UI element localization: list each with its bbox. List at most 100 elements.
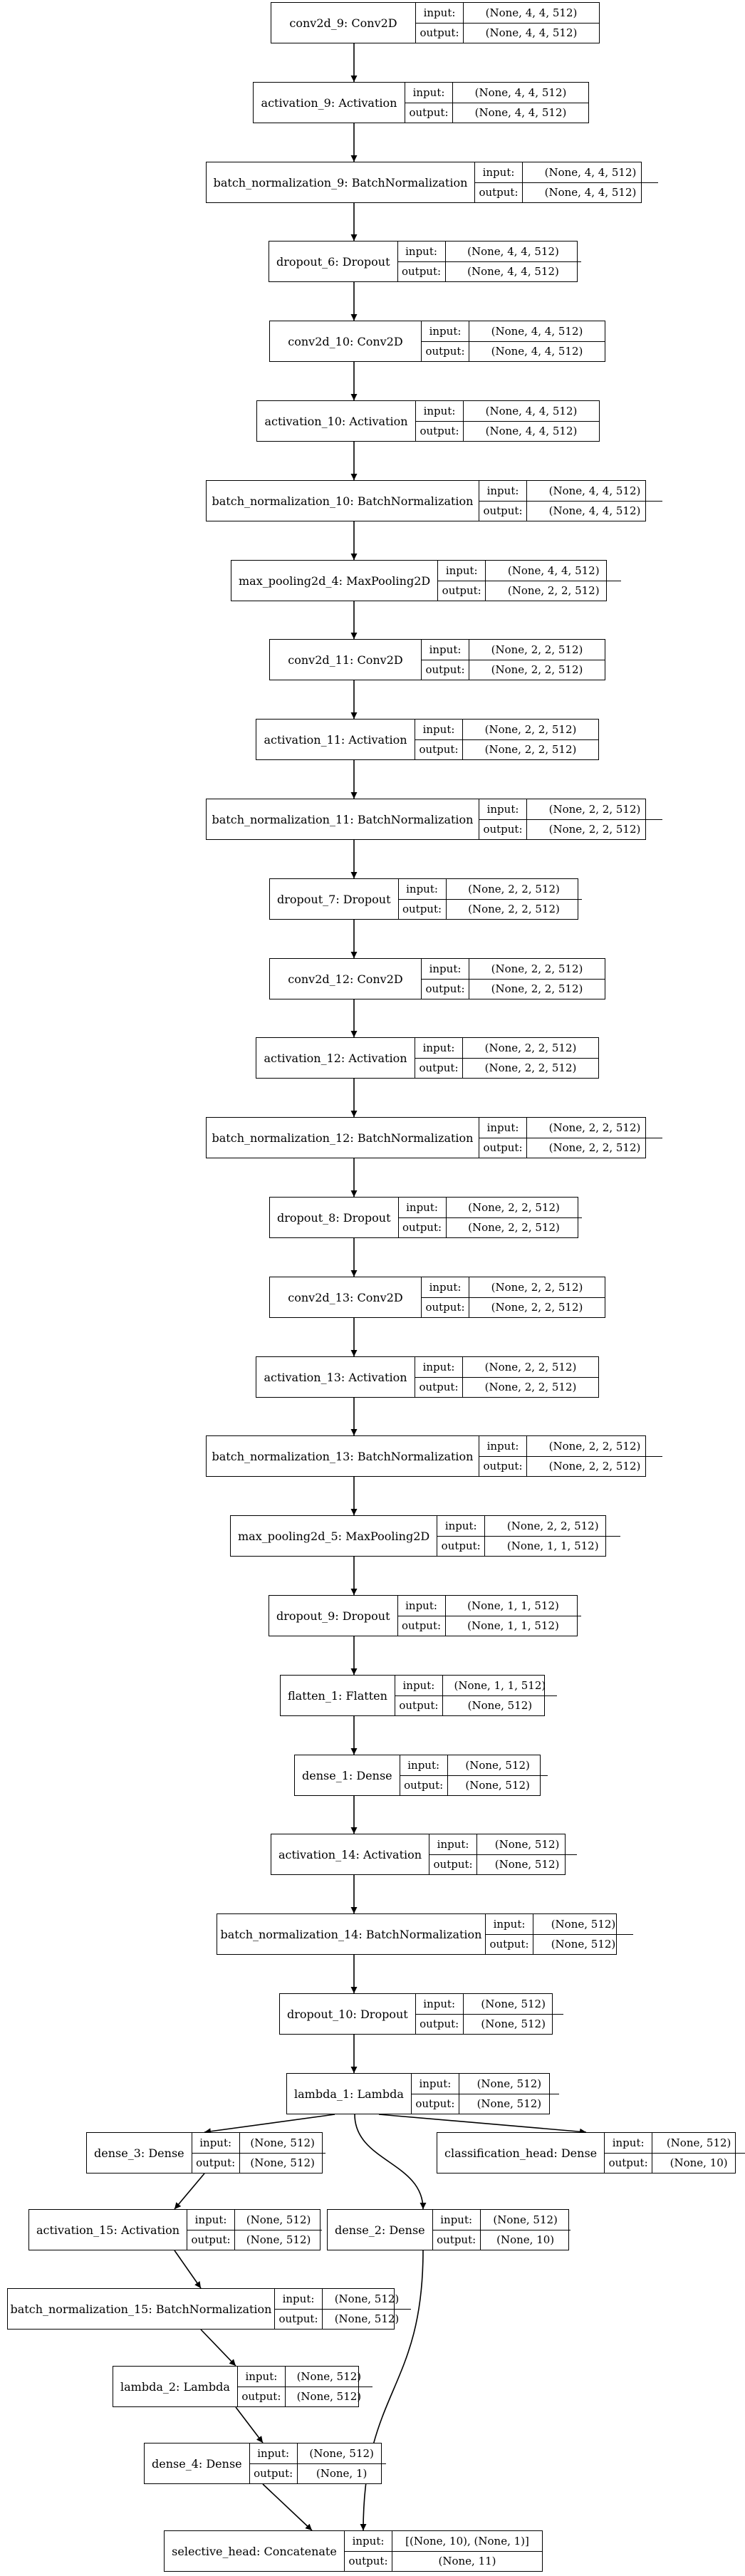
input-key-label: input: [416,3,464,23]
input-key-label: input: [605,2133,653,2153]
input-key-label: input: [399,879,447,899]
input-row: input:(None, 2, 2, 512) [422,1277,605,1297]
output-shape-value: (None, 4, 4, 512) [548,504,641,518]
layer-node-batch-normalization-10: batch_normalization_10: BatchNormalizati… [206,480,662,521]
io-shapes: input:(None, 512)output:(None, 10) [432,2210,571,2250]
input-row: input: (None, 2, 2, 512) [422,959,605,979]
input-row: input:(None, 512) [192,2133,325,2153]
output-shape-value: (None, 4, 4, 512) [544,186,637,199]
input-row: input:(None, 512) [486,1914,633,1934]
output-row: output:(None, 512) [411,2093,559,2114]
input-key-label: input: [399,1198,447,1217]
input-shape-value: (None, 2, 2, 512) [484,1041,577,1054]
input-row: input:(None, 4, 4, 512) [416,401,599,421]
output-key-label: output: [415,1058,463,1078]
output-row: output:(None, 2, 2, 512) [479,1137,662,1158]
input-row: input:(None, 4, 4, 512) [475,162,658,182]
io-shapes: input:(None, 2, 2, 512)output:(None, 2, … [398,1198,582,1237]
output-row: output:(None, 2, 2, 512) [422,659,605,680]
input-shape-value: (None, 4, 4, 512) [485,6,578,19]
output-key-label: output: [345,2551,392,2571]
output-key-label: output: [395,1695,443,1715]
input-row: input:(None, 4, 4, 512) [398,242,581,261]
input-key-label: input: [416,1994,464,2014]
edge-lambda-2-to-dense-4 [235,2406,264,2443]
layer-label: activation_13: Activation [256,1357,415,1397]
output-shape-value: (None, 10) [670,2156,728,2170]
input-key-label: input: [398,1596,446,1616]
input-row: input:(None, 2, 2, 512) [399,879,582,899]
layer-label: activation_14: Activation [271,1834,430,1874]
output-key-label: output: [475,182,523,202]
io-shapes: input:(None, 4, 4, 512)output: (None, 4, … [475,162,658,202]
output-key-label: output: [250,2463,298,2483]
output-shape-value: (None, 512) [494,1858,560,1871]
input-key-label: input: [429,1834,478,1854]
edge-lambda-1-to-classification-head [378,2114,587,2135]
input-shape-value: (None, 1, 1, 512) [454,1678,546,1692]
edge-dense-4-to-selective-head [262,2483,313,2531]
input-shape-value: (None, 4, 4, 512) [548,484,641,497]
input-row: input:(None, 2, 2, 512) [479,1436,662,1456]
input-row: input: (None, 4, 4, 512) [416,3,599,23]
output-row: output:(None, 4, 4, 512) [422,341,605,361]
output-row: output:(None, 512) [486,1933,633,1954]
input-key-label: input: [345,2531,392,2551]
input-row: input:(None, 512) [275,2289,411,2309]
io-shapes: input:(None, 2, 2, 512)output:(None, 2, … [479,1118,662,1158]
output-row: output:(None, 11) [345,2550,542,2571]
input-shape-value: (None, 512) [465,1758,530,1772]
layer-label: dense_1: Dense [295,1755,400,1795]
input-row: input:(None, 2, 2, 512) [399,1198,582,1217]
input-shape-value: (None, 512) [476,2077,542,2090]
input-key-label: input: [422,959,469,979]
input-shape-value: (None, 512) [666,2136,731,2149]
output-row: output:(None, 10) [432,2229,571,2250]
layer-label: max_pooling2d_5: MaxPooling2D [231,1516,438,1556]
io-shapes: input:(None, 2, 2, 512)output:(None, 2, … [398,879,582,919]
input-key-label: input: [250,2443,298,2463]
input-row: input:(None, 2, 2, 512) [415,720,598,739]
io-shapes: input:(None, 2, 2, 512)output:(None, 2, … [415,1357,598,1397]
input-shape-value: (None, 2, 2, 512) [491,962,583,975]
layer-label: dense_4: Dense [145,2443,250,2483]
layer-label: conv2d_11: Conv2D [270,640,422,680]
output-row: output:(None, 2, 2, 512) [479,1455,662,1476]
output-row: output:(None, 512) [187,2229,323,2250]
input-key-label: input: [416,401,464,421]
output-row: output:(None, 1, 1, 512) [437,1535,621,1556]
output-shape-value: (None, 512) [467,1699,533,1713]
input-shape-value: (None, 2, 2, 512) [484,722,577,736]
output-row: output:(None, 512) [415,2013,563,2034]
input-shape-value: (None, 4, 4, 512) [491,324,583,338]
output-key-label: output: [422,341,469,361]
input-row: input:(None, 1, 1, 512) [395,1676,557,1695]
layer-label: dense_3: Dense [87,2133,192,2173]
input-row: input:[(None, 10), (None, 1)] [345,2531,542,2551]
output-shape-value: (None, 2, 2, 512) [491,1301,583,1314]
output-row: output:(None, 2, 2, 512) [415,739,598,759]
input-row: input:(None, 2, 2, 512) [479,1118,662,1138]
output-shape-value: (None, 1, 1, 512) [467,1619,559,1633]
output-shape-value: (None, 2, 2, 512) [548,823,641,836]
input-key-label: input: [400,1755,448,1775]
input-row: input: (None, 512) [400,1755,548,1775]
output-shape-value: (None, 2, 2, 512) [468,903,560,916]
io-shapes: input:(None, 4, 4, 512)output:(None, 4, … [405,83,588,123]
input-shape-value: (None, 4, 4, 512) [507,564,600,577]
input-shape-value: (None, 4, 4, 512) [467,244,559,258]
io-shapes: input:(None, 1, 1, 512)output: (None, 512… [395,1676,557,1715]
io-shapes: input:(None, 2, 2, 512)output:(None, 2, … [479,1436,662,1476]
io-shapes: input:(None, 512)output:(None, 512) [400,1755,548,1795]
input-row: input:(None, 2, 2, 512) [415,1357,598,1377]
io-shapes: input:(None, 512)output:(None, 512) [275,2289,411,2329]
output-row: output:(None, 512) [429,1854,578,1874]
layer-label: activation_15: Activation [29,2210,188,2250]
output-key-label: output: [416,421,464,441]
